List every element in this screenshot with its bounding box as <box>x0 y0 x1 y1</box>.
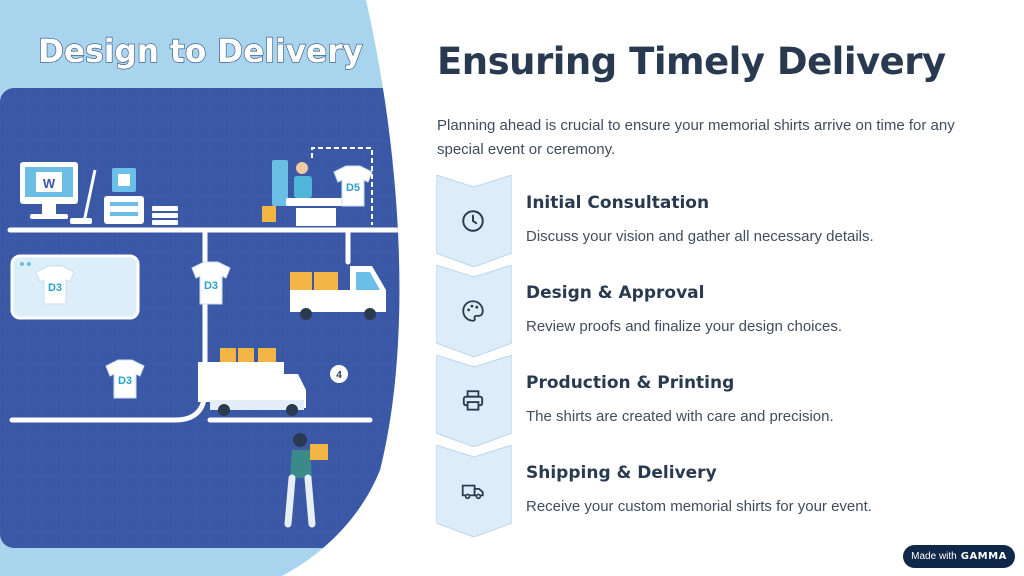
step-production-printing: Production & Printing The shirts are cre… <box>436 355 996 447</box>
computer-icon <box>20 162 97 224</box>
step-title: Shipping & Delivery <box>526 463 717 483</box>
palette-icon <box>462 300 484 322</box>
truck-illustration <box>290 266 386 320</box>
step-description: Review proofs and finalize your design c… <box>526 318 843 335</box>
badge-brand: GAMMA <box>960 551 1007 562</box>
step-title: Production & Printing <box>526 373 735 393</box>
shirt-label: D3 <box>48 282 62 294</box>
step-description: Discuss your vision and gather all neces… <box>526 228 874 245</box>
chevron-shape <box>436 355 512 447</box>
chat-bubble <box>330 365 348 383</box>
bubble-number: 4 <box>336 370 342 381</box>
printing-station <box>262 147 373 226</box>
step-title: Design & Approval <box>526 283 705 303</box>
preview-screen <box>10 254 140 320</box>
printer-icon <box>462 390 484 411</box>
person-illustration <box>284 433 328 528</box>
chevron-shape <box>436 265 512 357</box>
monitor-label: W <box>43 176 56 191</box>
intro-text: Planning ahead is crucial to ensure your… <box>437 117 955 158</box>
step-title: Initial Consultation <box>526 193 710 213</box>
made-with-gamma-badge[interactable]: Made with GAMMA <box>903 545 1015 568</box>
badge-prefix: Made with <box>911 551 957 562</box>
timeline-steps: Initial Consultation Discuss your vision… <box>436 175 996 537</box>
step-description: Receive your custom memorial shirts for … <box>526 498 872 515</box>
clock-icon <box>462 210 484 232</box>
illustration-heading: Design to Delivery <box>38 32 363 70</box>
server-icon <box>104 168 178 225</box>
step-description: The shirts are created with care and pre… <box>526 408 834 425</box>
shirt-label: D5 <box>346 182 360 194</box>
shirt-label: D3 <box>118 375 132 387</box>
truck-icon <box>461 484 484 500</box>
delivery-illustration: W <box>0 0 400 576</box>
step-design-approval: Design & Approval Review proofs and fina… <box>436 265 996 357</box>
page-title: Ensuring Timely Delivery <box>437 40 946 83</box>
step-initial-consultation: Initial Consultation Discuss your vision… <box>436 175 996 267</box>
step-shipping-delivery: Shipping & Delivery Receive your custom … <box>436 445 996 537</box>
shirt-label: D3 <box>204 280 218 292</box>
truck-illustration <box>198 348 306 416</box>
